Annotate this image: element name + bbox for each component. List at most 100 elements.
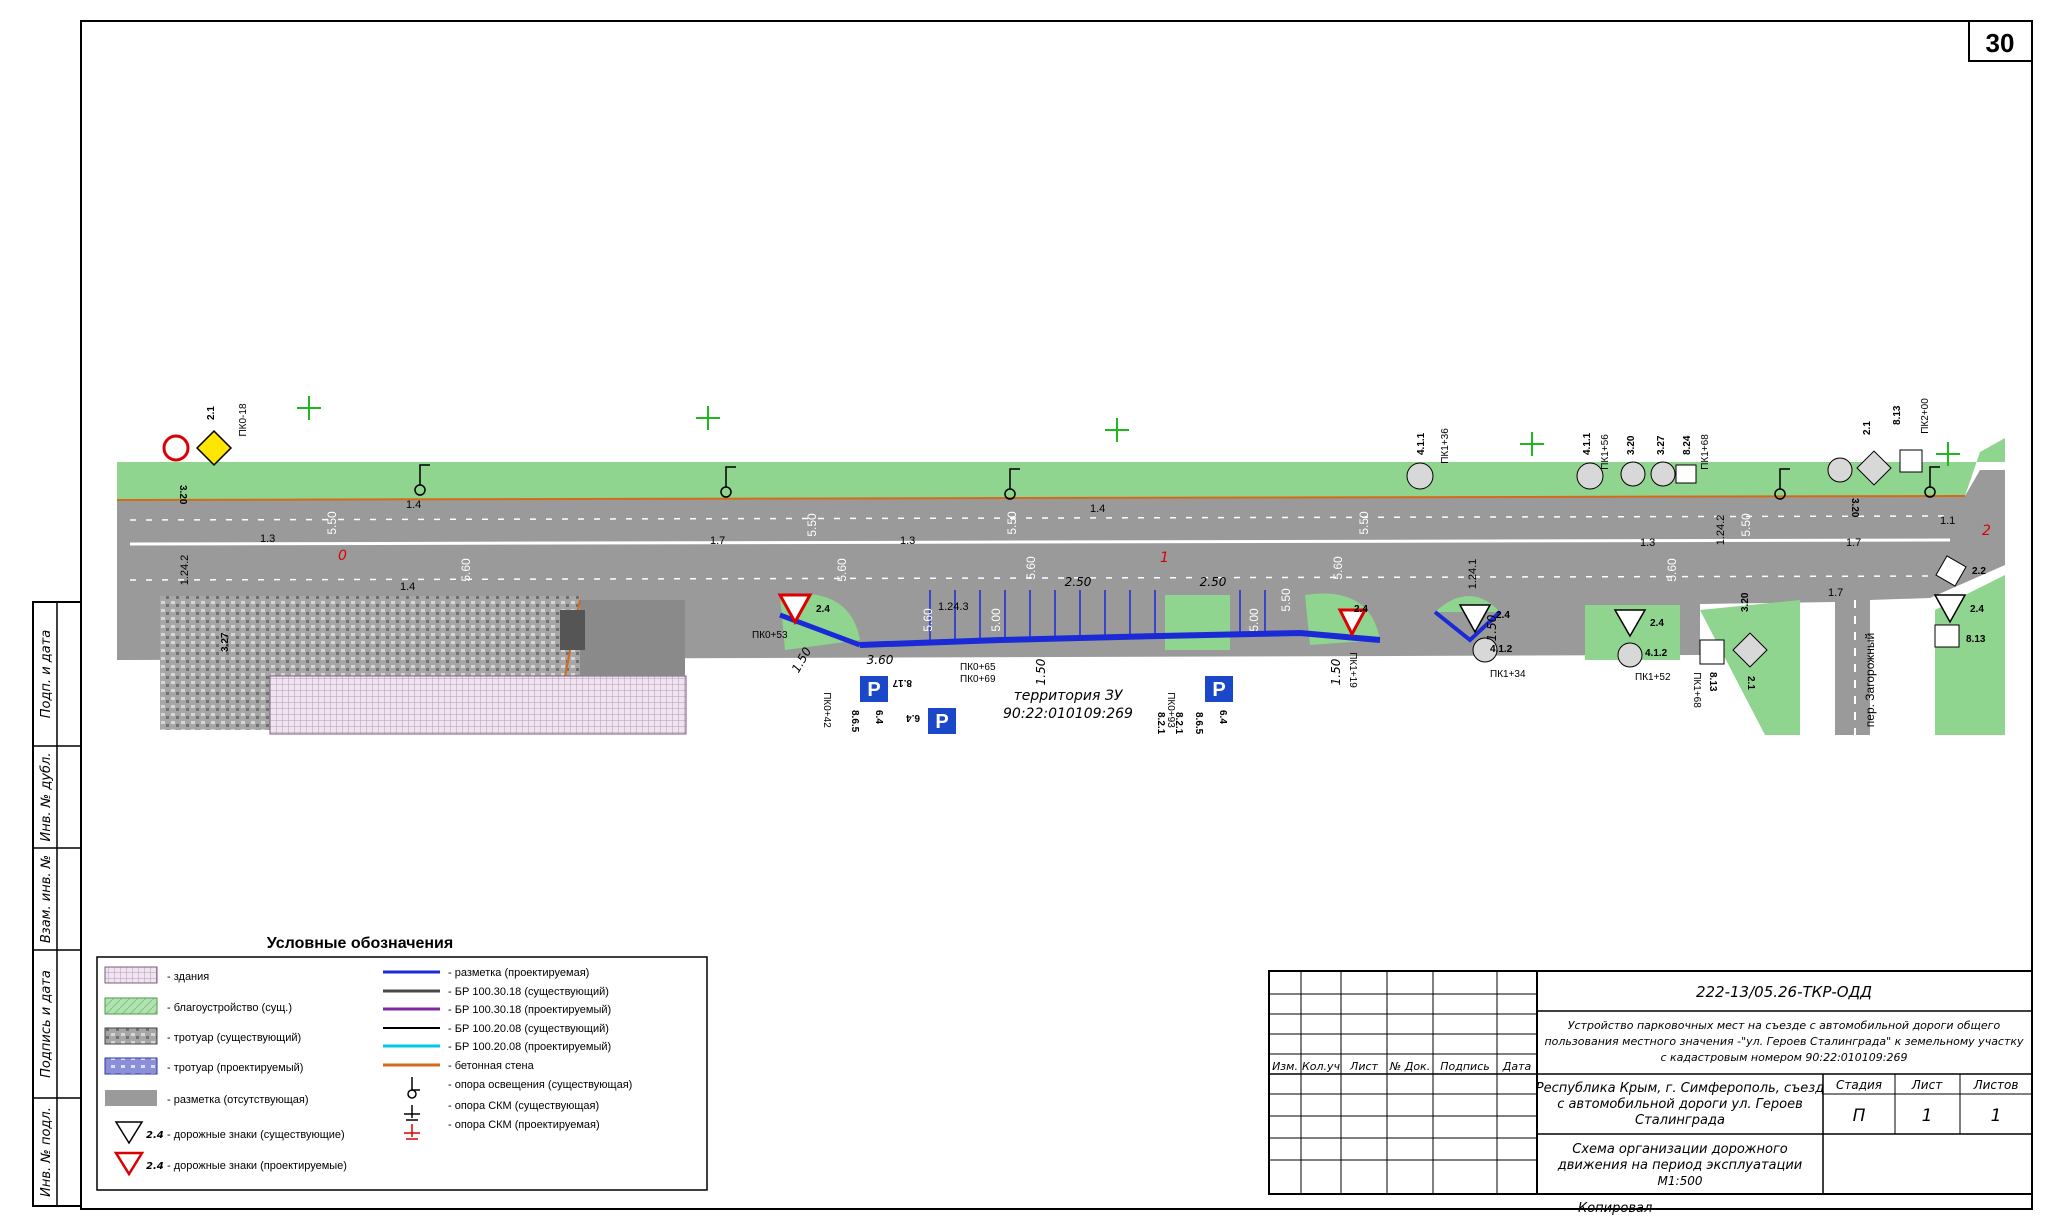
legend-right-6: - бетонная стена bbox=[448, 1060, 535, 1072]
sheets-value: 1 bbox=[1991, 1106, 2002, 1126]
marking-14: 1.24.3 bbox=[938, 601, 969, 613]
dim-road-4: 5.50 bbox=[1357, 511, 1371, 535]
sign-code-12: 2.4 bbox=[1970, 604, 1984, 615]
marking-10: 1.4 bbox=[400, 581, 415, 593]
stage-value: П bbox=[1853, 1106, 1866, 1126]
stamp-label-1: Подп. и дата bbox=[39, 630, 54, 719]
existing-signs bbox=[162, 429, 1923, 490]
legend-right-2: - БР 100.30.18 (существующий) bbox=[448, 986, 609, 998]
sign-code-29: 2.1 bbox=[1745, 676, 1756, 690]
legend-right-9: - опора СКМ (проектируемая) bbox=[448, 1119, 600, 1131]
dim-other-9: 1.50 bbox=[1485, 614, 1499, 641]
stamp-label-4: Подпись и дата bbox=[39, 970, 54, 1078]
drawing-title-3: М1:500 bbox=[1658, 1174, 1703, 1188]
sign-code-14: 2.4 bbox=[816, 604, 830, 615]
ramp-area bbox=[580, 600, 685, 676]
sign-code-23: 2.4 bbox=[1496, 610, 1510, 621]
sign-code-4: 4.1.1 bbox=[1582, 432, 1593, 455]
sign-code-31: 3.27 bbox=[220, 632, 231, 652]
parking-marking-projected bbox=[859, 629, 1381, 648]
territory-label-1: территория ЗУ bbox=[1014, 688, 1124, 704]
territory-label-2: 90:22:010109:269 bbox=[1003, 706, 1133, 722]
red-number-2: 2 bbox=[1982, 523, 1991, 539]
sign-code-19: 8.2.1 bbox=[1173, 712, 1184, 735]
sign-code-24: 2.4 bbox=[1650, 618, 1664, 629]
copied-label: Копировал bbox=[1578, 1201, 1652, 1216]
sign-code-10: 3.20 bbox=[1849, 498, 1860, 518]
sheet-value: 1 bbox=[1922, 1106, 1933, 1126]
sign-code-9: 8.13 bbox=[1892, 405, 1903, 425]
legend-light-pole-icon bbox=[407, 1077, 420, 1099]
road-edge-line bbox=[116, 495, 1966, 501]
dim-other-8: 1.50 bbox=[1329, 658, 1343, 685]
sheet-number: 30 bbox=[1986, 28, 2015, 58]
project-line-1: Устройство парковочных мест на съезде с … bbox=[1568, 1019, 2001, 1032]
legend-sign-code-projected: 2.4 bbox=[146, 1161, 164, 1172]
centre-line-1 bbox=[129, 538, 1951, 546]
col-sign: Подпись bbox=[1440, 1060, 1489, 1073]
legend-title: Условные обозначения bbox=[267, 935, 453, 952]
legend-right-4: - БР 100.20.08 (существующий) bbox=[448, 1023, 609, 1035]
dim-other-2: 2.50 bbox=[1200, 575, 1227, 589]
legend-swatch-sidewalk-new bbox=[104, 1057, 158, 1075]
picket-8: ПК0+69 bbox=[960, 674, 996, 685]
picket-6: ПК0+53 bbox=[752, 630, 788, 641]
stamp-label-5: Инв. № подл. bbox=[39, 1107, 54, 1197]
sign-code-17: 8.17 bbox=[892, 677, 912, 688]
sidewalk-left-2 bbox=[160, 660, 270, 730]
marking-2: 1.3 bbox=[260, 533, 275, 545]
legend-left-2: - благоустройство (сущ.) bbox=[167, 1002, 292, 1014]
island-small bbox=[1165, 595, 1230, 650]
sign-code-22: 8.2.1 bbox=[1155, 712, 1166, 735]
legend-swatch-sidewalk bbox=[104, 1027, 158, 1045]
legend-swatch-buildings bbox=[104, 966, 158, 984]
dim-road-3: 5.50 bbox=[1005, 511, 1019, 535]
sign-code-8: 2.1 bbox=[1862, 421, 1873, 435]
legend-box bbox=[96, 956, 708, 1191]
sheets-header: Листов bbox=[1973, 1078, 2019, 1092]
col-date: Дата bbox=[1502, 1060, 1532, 1073]
picket-10: ПК0+93 bbox=[1165, 692, 1176, 728]
legend-left-1: - здания bbox=[167, 971, 209, 983]
picket-12: ПК1+34 bbox=[1490, 669, 1526, 680]
location-line-3: Сталинграда bbox=[1635, 1113, 1725, 1128]
side-stamp: Подп. и дата Инв. № дубл. Взам. инв. № П… bbox=[32, 601, 82, 1207]
col-izm: Изм. bbox=[1272, 1060, 1298, 1073]
marking-12: 1.24.2 bbox=[1715, 515, 1727, 546]
sign-code-28: 8.13 bbox=[1707, 672, 1718, 692]
sign-code-26: 4.1.2 bbox=[1645, 648, 1668, 659]
picket-5: ПК2+00 bbox=[1920, 398, 1931, 434]
dim-road-9: 5.60 bbox=[1331, 556, 1345, 580]
stamp-label-2: Инв. № дубл. bbox=[39, 753, 54, 842]
sign-code-20: 6.4 bbox=[1217, 710, 1228, 724]
sign-code-16: 8.6.5 bbox=[849, 710, 860, 733]
dim-road-6: 5.60 bbox=[459, 558, 473, 582]
marking-7: 1.7 bbox=[1846, 537, 1861, 549]
sheet-number-box bbox=[1968, 20, 2033, 62]
legend-skm-projected-icon bbox=[404, 1124, 420, 1140]
svg-text:P: P bbox=[1212, 679, 1225, 701]
roadway bbox=[117, 470, 2005, 735]
sign-code-13: 8.13 bbox=[1966, 634, 1986, 645]
legend-left-7: - дорожные знаки (проектируемые) bbox=[167, 1160, 347, 1172]
red-number-0: 0 bbox=[338, 548, 347, 564]
location-line-2: с автомобильной дороги ул. Героев bbox=[1557, 1097, 1803, 1112]
legend-left-5: - разметка (отсутствующая) bbox=[167, 1094, 309, 1106]
legend-sign-existing-icon bbox=[114, 1121, 144, 1145]
sheet-header: Лист bbox=[1911, 1078, 1943, 1092]
dim-other-6: 3.60 bbox=[867, 653, 894, 667]
drawing-title-2: движения на период эксплуатации bbox=[1557, 1158, 1802, 1173]
dim-road-5: 5.50 bbox=[1739, 513, 1753, 537]
col-doc: № Док. bbox=[1389, 1060, 1430, 1073]
sign-code-labels: 2.1 3.20 4.1.1 4.1.1 3.20 3.27 8.24 2.1 … bbox=[177, 405, 1986, 735]
picket-9: ПК0+42 bbox=[821, 692, 832, 728]
sign-code-25: 4.1.2 bbox=[1490, 644, 1513, 655]
marking-3: 1.7 bbox=[710, 535, 725, 547]
dim-road-2: 5.50 bbox=[805, 513, 819, 537]
legend-left-6: - дорожные знаки (существующие) bbox=[167, 1129, 345, 1141]
dim-other-5: 5.50 bbox=[1279, 588, 1293, 612]
sign-code-15: 6.4 bbox=[873, 710, 884, 724]
picket-7: ПК0+65 bbox=[960, 662, 996, 673]
dim-other-1: 2.50 bbox=[1065, 575, 1092, 589]
